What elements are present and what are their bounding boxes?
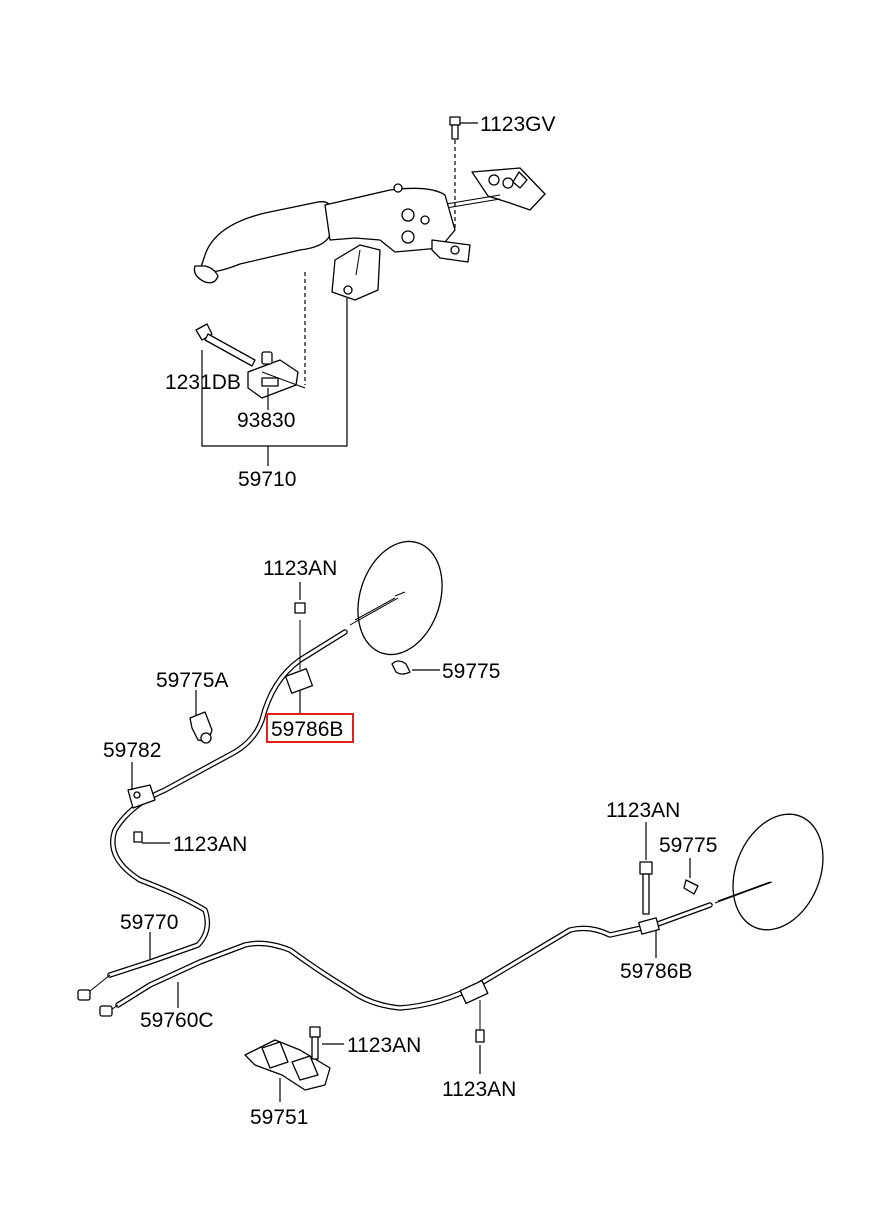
bolt-1231db-icon [195, 323, 256, 367]
label-93830: 93830 [237, 409, 295, 432]
label-59782: 59782 [103, 739, 161, 762]
parking-brake-lever-icon [193, 183, 471, 301]
label-59786b-right: 59786B [620, 960, 692, 983]
label-59786b-highlighted: 59786B [271, 718, 343, 741]
cable-59770-icon [77, 591, 406, 1001]
label-59775-top: 59775 [442, 660, 500, 683]
label-59751: 59751 [250, 1106, 308, 1129]
brake-drum-top-icon [357, 540, 443, 656]
label-59760c: 59760C [140, 1009, 214, 1032]
label-59775-right: 59775 [659, 834, 717, 857]
bolt-1123gv-icon [449, 116, 461, 230]
bracket-59751-icon [244, 1026, 331, 1091]
label-1123an-bracket: 1123AN [347, 1034, 421, 1057]
brake-drum-right-icon [732, 813, 824, 931]
highlight-box-59786b [266, 713, 354, 743]
label-1123an-left: 1123AN [173, 833, 247, 856]
label-59710: 59710 [238, 468, 296, 491]
cable-guide-mid-icon [459, 979, 489, 1043]
clip-59775-top-icon [391, 660, 411, 675]
label-1123gv: 1123GV [480, 113, 556, 136]
cable-clip-59786b-right-icon [638, 861, 660, 935]
label-59775a: 59775A [156, 669, 228, 692]
label-59770: 59770 [120, 911, 178, 934]
cable-clip-59786b-top-icon [284, 602, 314, 694]
brake-switch-93830-icon [247, 351, 306, 399]
clip-59775a-icon [189, 711, 213, 744]
label-1123an-right: 1123AN [606, 799, 680, 822]
parking-brake-lever-assembly [193, 116, 546, 466]
label-1231db: 1231DB [165, 371, 241, 394]
label-1123an-bottom: 1123AN [442, 1078, 516, 1101]
cable-59760c-icon [99, 881, 773, 1017]
bracket-59782-icon [127, 784, 156, 843]
lever-bracket-icon [439, 167, 546, 211]
label-1123an-top: 1123AN [263, 557, 337, 580]
clip-59775-right-icon [683, 879, 699, 895]
